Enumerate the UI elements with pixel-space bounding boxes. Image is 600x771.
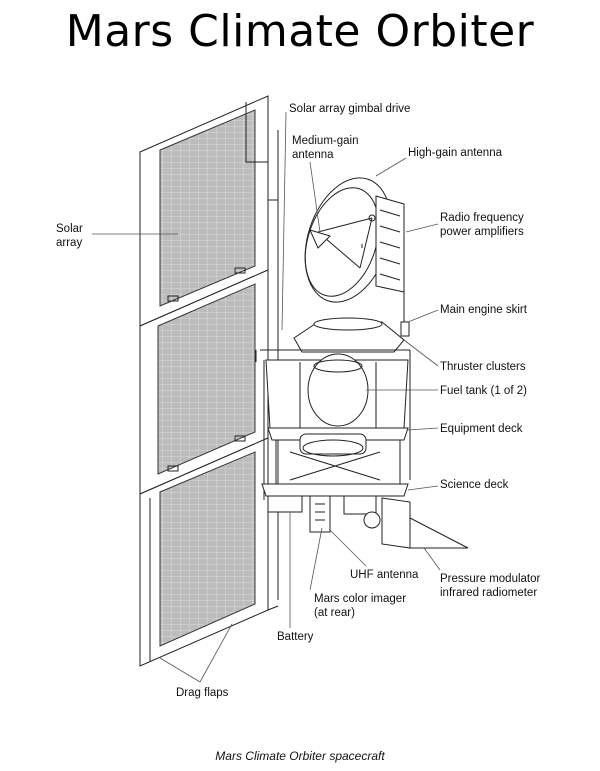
- equipment-deck: [267, 427, 409, 484]
- label-rf-power-amplifiers-line2: power amplifiers: [440, 226, 524, 238]
- main-engine: [255, 317, 411, 362]
- label-drag-flaps: Drag flaps: [176, 687, 229, 699]
- label-equipment-deck: Equipment deck: [440, 423, 523, 435]
- spacecraft-bus: [263, 353, 411, 500]
- label-pmirr-line1: Pressure modulator: [440, 573, 541, 585]
- high-gain-antenna: [304, 177, 392, 303]
- label-uhf-antenna: UHF antenna: [350, 569, 419, 581]
- label-medium-gain-antenna-line2: antenna: [292, 149, 334, 161]
- label-high-gain-antenna: High-gain antenna: [408, 147, 502, 159]
- label-rf-power-amplifiers: Radio frequency power amplifiers: [440, 211, 524, 239]
- label-medium-gain-antenna-line1: Medium-gain: [292, 135, 359, 147]
- label-solar-array-line1: Solar: [56, 223, 83, 235]
- label-mars-color-imager: Mars color imager (at rear): [314, 592, 406, 620]
- label-thruster-clusters: Thruster clusters: [440, 361, 526, 373]
- label-pmirr: Pressure modulator infrared radiometer: [440, 572, 540, 600]
- label-science-deck: Science deck: [440, 479, 509, 491]
- label-mars-color-imager-line2: (at rear): [314, 607, 355, 619]
- rf-amplifiers: [375, 195, 410, 337]
- label-pmirr-line2: infrared radiometer: [440, 587, 538, 599]
- science-deck: [261, 483, 469, 549]
- label-main-engine-skirt: Main engine skirt: [440, 304, 527, 316]
- label-mars-color-imager-line1: Mars color imager: [314, 593, 407, 605]
- label-solar-array: Solar array: [56, 222, 83, 250]
- label-medium-gain-antenna: Medium-gain antenna: [292, 134, 358, 162]
- label-fuel-tank: Fuel tank (1 of 2): [440, 385, 527, 397]
- label-battery: Battery: [277, 631, 314, 643]
- label-rf-power-amplifiers-line1: Radio frequency: [440, 212, 524, 224]
- label-solar-array-line2: array: [56, 237, 83, 249]
- label-solar-array-gimbal-drive: Solar array gimbal drive: [289, 103, 411, 115]
- solar-array: [139, 95, 279, 667]
- page-title: Mars Climate Orbiter: [65, 6, 535, 57]
- figure-caption: Mars Climate Orbiter spacecraft: [215, 749, 385, 763]
